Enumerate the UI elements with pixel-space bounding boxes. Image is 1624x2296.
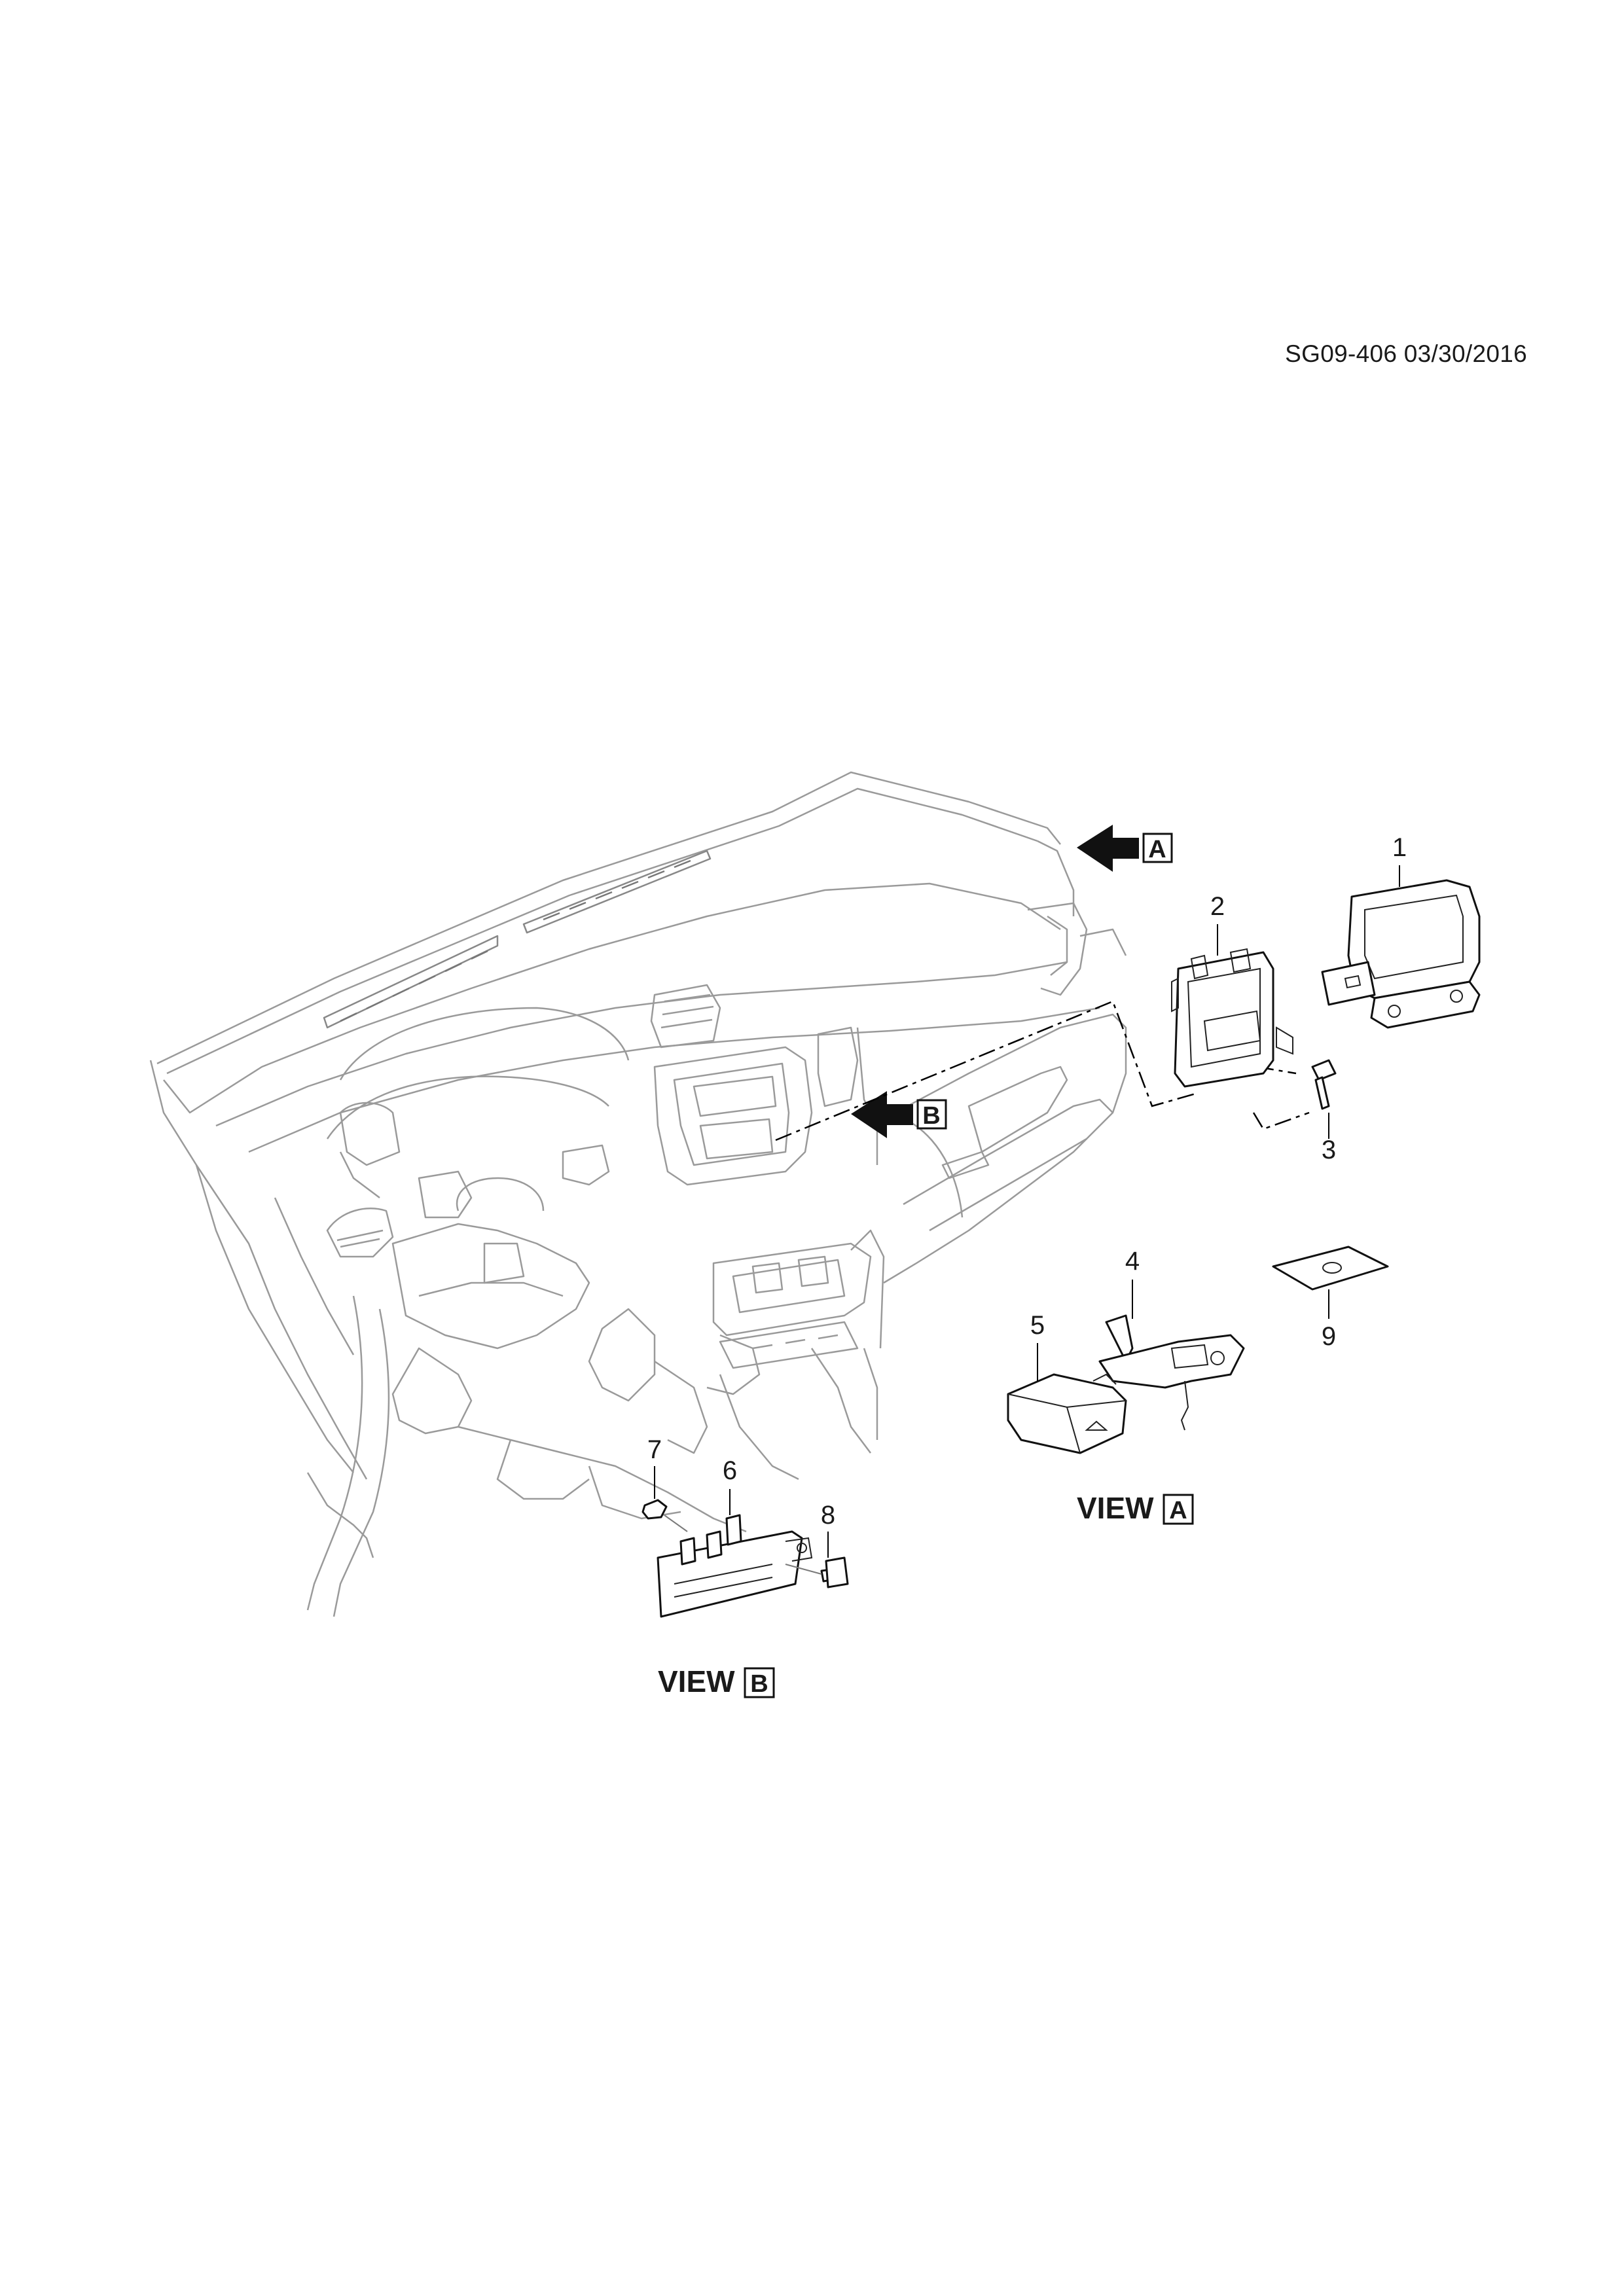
view-b-arrow-letter: B xyxy=(922,1102,940,1130)
part-1-radio-display-unit xyxy=(1321,879,1481,1029)
part-3-bolt xyxy=(1311,1059,1337,1110)
callout-8: 8 xyxy=(821,1501,835,1530)
callout-2: 2 xyxy=(1210,892,1225,921)
instrument-panel-illustration xyxy=(149,771,1127,1617)
callout-3: 3 xyxy=(1322,1136,1336,1164)
view-b-label: VIEW B xyxy=(658,1664,775,1698)
view-b-letter: B xyxy=(750,1670,768,1698)
assembly-line-bolt xyxy=(1252,1066,1310,1130)
view-a-arrow: A xyxy=(1077,825,1173,872)
callout-1: 1 xyxy=(1392,833,1407,862)
drawing-reference: SG09-406 03/30/2016 xyxy=(1285,340,1527,367)
part-6-antenna-module xyxy=(657,1514,813,1618)
part-5-control-module xyxy=(1007,1373,1127,1454)
view-a-arrow-letter: A xyxy=(1148,836,1166,863)
assembly-line-radio xyxy=(775,1000,1199,1141)
callout-7: 7 xyxy=(647,1435,662,1464)
part-2-radio-bracket xyxy=(1171,948,1293,1088)
view-a-word: VIEW xyxy=(1077,1491,1154,1525)
part-8-bolt xyxy=(820,1556,849,1588)
callout-9: 9 xyxy=(1322,1322,1336,1351)
part-9-pad xyxy=(1272,1246,1389,1291)
part-4-module-bracket xyxy=(1098,1314,1245,1431)
view-a-letter: A xyxy=(1169,1497,1187,1524)
view-a-label: VIEW A xyxy=(1077,1491,1194,1525)
view-b-word: VIEW xyxy=(658,1664,735,1698)
view-b-arrow: B xyxy=(851,1091,947,1138)
callout-4: 4 xyxy=(1125,1247,1140,1276)
callout-5: 5 xyxy=(1030,1311,1045,1340)
callout-6: 6 xyxy=(723,1456,737,1485)
part-7-nut xyxy=(641,1499,668,1520)
